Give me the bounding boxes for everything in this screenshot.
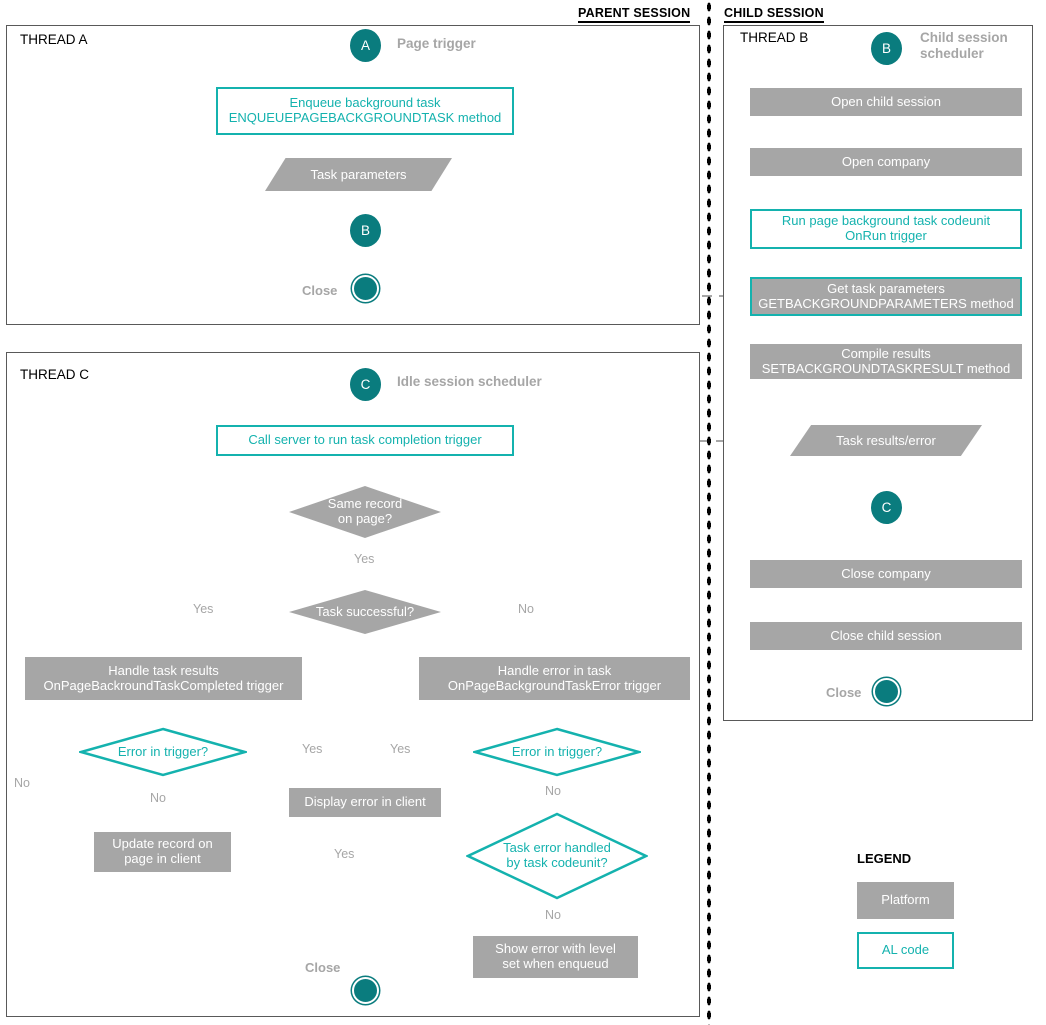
handle-results-line-2: OnPageBackroundTaskCompleted trigger xyxy=(43,677,284,693)
handle-error-in-task-box[interactable]: Handle error in task OnPageBackgroundTas… xyxy=(419,657,690,700)
child-session-scheduler-note: Child session scheduler xyxy=(920,30,1008,62)
compile-line-1: Compile results xyxy=(841,345,931,361)
run-codeunit-box[interactable]: Run page background task codeunit OnRun … xyxy=(750,209,1022,249)
enqueue-line-2: ENQUEUEPAGEBACKGROUNDTASK method xyxy=(228,110,502,125)
task-successful-text: Task successful? xyxy=(315,603,415,619)
thread-a-end-node xyxy=(352,275,379,302)
error-in-trigger-right-decision[interactable]: Error in trigger? xyxy=(473,727,641,777)
diamond-outline-left xyxy=(79,727,247,777)
error-in-trigger-right-text: Error in trigger? xyxy=(511,743,603,759)
update-record-on-page-box[interactable]: Update record on page in client xyxy=(94,832,231,872)
task-error-handled-decision[interactable]: Task error handled by task codeunit? xyxy=(466,812,648,900)
thread-c-end-node xyxy=(352,977,379,1004)
compile-line-2: SETBACKGROUNDTASKRESULT method xyxy=(761,360,1011,376)
get-task-parameters-box[interactable]: Get task parameters GETBACKGROUNDPARAMET… xyxy=(750,277,1022,316)
label-task-successful-yes: Yes xyxy=(191,602,216,616)
label-handled-no: No xyxy=(543,908,563,922)
thread-b-label: THREAD B xyxy=(740,30,809,45)
open-company-box[interactable]: Open company xyxy=(750,148,1022,176)
task-error-handled-line-1: Task error handled xyxy=(503,840,611,856)
thread-b-close-label: Close xyxy=(826,685,862,700)
legend-platform-swatch: Platform xyxy=(857,882,954,919)
display-error-in-client-box[interactable]: Display error in client xyxy=(289,788,441,817)
task-error-handled-line-2: by task codeunit? xyxy=(506,855,608,870)
label-task-successful-no: No xyxy=(516,602,536,616)
thread-b-end-node xyxy=(873,678,900,705)
label-same-record-no: No xyxy=(12,776,32,790)
show-error-line-2: set when enqueud xyxy=(502,956,609,971)
connector-marker-b-threadA: B xyxy=(350,214,381,247)
get-params-line-2: GETBACKGROUNDPARAMETERS method xyxy=(758,295,1014,311)
compile-results-box[interactable]: Compile results SETBACKGROUNDTASKRESULT … xyxy=(750,344,1022,379)
thread-a-close-label: Close xyxy=(302,283,338,298)
thread-a-label: THREAD A xyxy=(20,32,88,47)
same-record-line-1: Same record xyxy=(327,496,403,512)
label-err-right-no: No xyxy=(543,784,563,798)
handle-error-line-1: Handle error in task xyxy=(497,662,612,678)
connector-marker-c-threadB: C xyxy=(871,491,902,524)
call-server-box[interactable]: Call server to run task completion trigg… xyxy=(216,425,514,456)
handle-task-results-box[interactable]: Handle task results OnPageBackroundTaskC… xyxy=(25,657,302,700)
thread-c-close-label: Close xyxy=(305,960,341,975)
idle-session-scheduler-note: Idle session scheduler xyxy=(397,374,542,389)
label-err-right-yes: Yes xyxy=(388,742,413,756)
open-child-session-box[interactable]: Open child session xyxy=(750,88,1022,116)
handle-error-line-2: OnPageBackgroundTaskError trigger xyxy=(447,677,662,693)
enqueue-background-task-box[interactable]: Enqueue background task ENQUEUEPAGEBACKG… xyxy=(216,87,514,135)
parent-session-header: PARENT SESSION xyxy=(578,6,691,23)
update-record-line-1: Update record on xyxy=(112,836,213,852)
error-in-trigger-left-decision[interactable]: Error in trigger? xyxy=(79,727,247,777)
enqueue-line-1: Enqueue background task xyxy=(289,95,441,111)
session-divider xyxy=(706,0,712,1025)
page-trigger-note: Page trigger xyxy=(397,36,476,51)
legend-title: LEGEND xyxy=(857,851,912,866)
diamond-outline-handled xyxy=(466,812,648,900)
child-session-header: CHILD SESSION xyxy=(724,6,824,23)
thread-c-label: THREAD C xyxy=(20,367,90,382)
show-error-with-level-box[interactable]: Show error with level set when enqueud xyxy=(473,936,638,978)
task-results-error-node: Task results/error xyxy=(790,425,982,456)
label-err-left-yes: Yes xyxy=(300,742,325,756)
label-same-record-yes: Yes xyxy=(352,552,377,566)
diamond-outline-right xyxy=(473,727,641,777)
start-marker-c: C xyxy=(350,368,381,401)
start-marker-a: A xyxy=(350,29,381,62)
show-error-line-1: Show error with level xyxy=(495,941,616,957)
task-successful-decision[interactable]: Task successful? xyxy=(289,590,441,634)
get-params-line-1: Get task parameters xyxy=(827,280,945,296)
run-codeunit-line-1: Run page background task codeunit xyxy=(781,213,991,229)
label-handled-yes: Yes xyxy=(332,847,357,861)
error-in-trigger-left-text: Error in trigger? xyxy=(117,743,209,759)
same-record-on-page-decision[interactable]: Same record on page? xyxy=(289,486,441,538)
label-err-left-no: No xyxy=(148,791,168,805)
update-record-line-2: page in client xyxy=(124,851,201,866)
close-company-box[interactable]: Close company xyxy=(750,560,1022,588)
legend-alcode-swatch: AL code xyxy=(857,932,954,969)
close-child-session-box[interactable]: Close child session xyxy=(750,622,1022,650)
same-record-line-2: on page? xyxy=(337,511,393,526)
run-codeunit-line-2: OnRun trigger xyxy=(845,228,927,243)
handle-results-line-1: Handle task results xyxy=(108,662,219,678)
task-parameters-node: Task parameters xyxy=(265,158,452,191)
start-marker-b: B xyxy=(871,32,902,65)
